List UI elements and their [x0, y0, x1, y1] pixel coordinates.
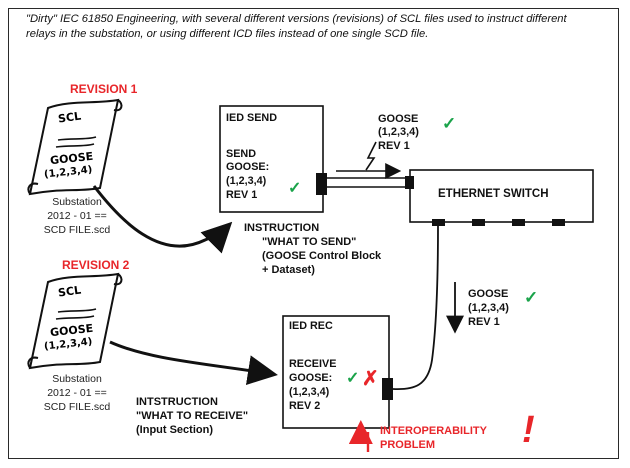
goose-mid-line3: REV 1 [468, 316, 500, 328]
ied-send-line2: GOOSE: [226, 161, 270, 173]
rec-cross-icon: ✗ [362, 368, 379, 390]
rev1-file: SCD FILE.scd [43, 224, 111, 236]
switch-port-3 [512, 219, 525, 226]
switch-port-left [405, 176, 414, 189]
scl-document-rev2 [27, 272, 123, 370]
ied-rec-box [282, 315, 390, 429]
instruction-send-line1: INSTRUCTION [244, 222, 320, 234]
instruction-send-line4: + Dataset) [262, 264, 315, 276]
revision-2-title: REVISION 2 [62, 258, 130, 272]
ied-send-port [316, 173, 327, 195]
ethernet-switch-box [409, 169, 594, 223]
problem-line2: PROBLEM [380, 439, 435, 451]
problem-line1: INTEROPERABILITY [380, 425, 487, 437]
instruction-receive-line3: (Input Section) [136, 424, 213, 436]
rev1-substation: Substation [52, 196, 102, 208]
instruction-send-arrow [92, 185, 233, 254]
ethernet-switch-label: ETHERNET SWITCH [438, 188, 549, 200]
exclamation-icon: ! [522, 409, 535, 451]
goose-mid-line1: GOOSE [468, 288, 509, 300]
ied-rec-line3: (1,2,3,4) [289, 386, 330, 398]
ied-send-title: IED SEND [226, 112, 277, 124]
ied-send-box [219, 105, 324, 213]
ied-rec-line4: REV 2 [289, 400, 321, 412]
scl-document-rev1 [27, 98, 123, 196]
rev2-substation: Substation [52, 373, 102, 385]
goose-mid-check-icon: ✓ [524, 288, 539, 307]
goose-top-check-icon: ✓ [442, 114, 457, 133]
switch-port-4 [552, 219, 565, 226]
instruction-receive-line1: INTSTRUCTION [136, 396, 218, 408]
send-check-icon: ✓ [288, 180, 302, 197]
instruction-send-line3: (GOOSE Control Block [262, 250, 382, 262]
revision-1-title: REVISION 1 [70, 82, 138, 96]
diagram-caption: "Dirty" IEC 61850 Engineering, with seve… [26, 13, 567, 40]
instruction-receive-arrow [109, 340, 278, 385]
lightning-icon [365, 141, 377, 171]
goose-top-line1: GOOSE [378, 113, 419, 125]
ied-rec-title: IED REC [289, 320, 333, 332]
switch-to-rec-wire [392, 225, 439, 391]
ied-send-line4: REV 1 [226, 189, 258, 201]
switch-port-1 [432, 219, 445, 226]
rev2-version: 2012 - 01 == [47, 387, 107, 399]
goose-top-line3: REV 1 [378, 140, 410, 152]
rec-check-icon: ✓ [346, 370, 360, 387]
switch-port-2 [472, 219, 485, 226]
instruction-receive-line2: "WHAT TO RECEIVE" [136, 410, 249, 422]
goose-mid-line2: (1,2,3,4) [468, 302, 509, 314]
rev2-file: SCD FILE.scd [43, 401, 111, 413]
ied-rec-line1: RECEIVE [289, 358, 337, 370]
instruction-send-line2: "WHAT TO SEND" [262, 236, 357, 248]
ied-rec-port [382, 378, 393, 400]
ied-send-line3: (1,2,3,4) [226, 175, 267, 187]
ied-send-line1: SEND [226, 148, 256, 160]
rev1-version: 2012 - 01 == [47, 210, 107, 222]
goose-top-line2: (1,2,3,4) [378, 126, 419, 138]
ied-rec-line2: GOOSE: [289, 372, 333, 384]
